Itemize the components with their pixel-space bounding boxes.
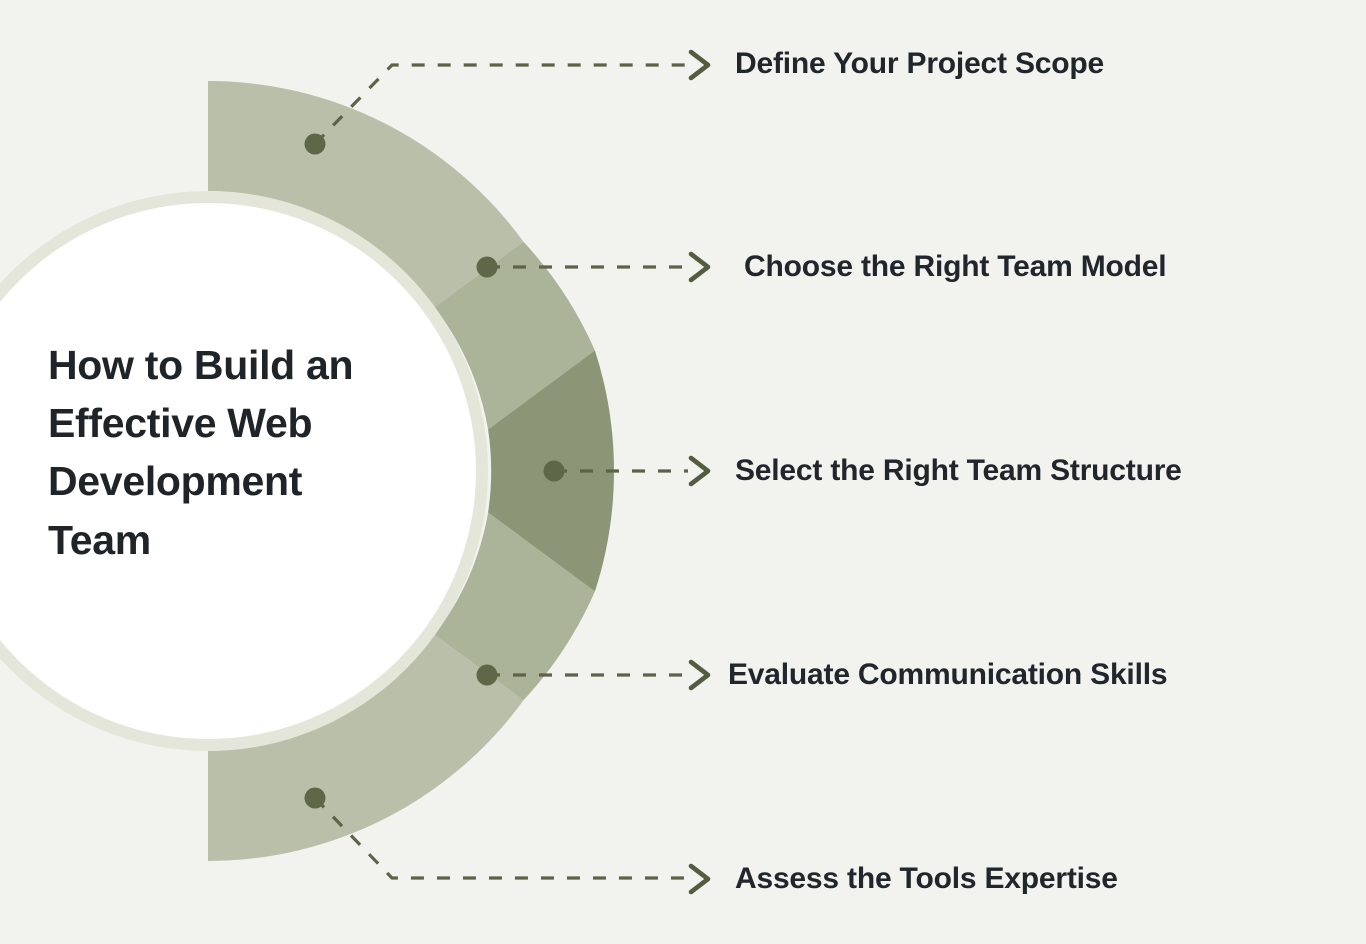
connector-dot-1	[304, 133, 326, 155]
donut-segment-4	[434, 512, 595, 701]
connector-dot-4	[476, 664, 498, 686]
chevron-right-icon-3	[688, 455, 711, 487]
chevron-right-icon-1	[688, 49, 711, 81]
donut-segment-2	[434, 241, 595, 430]
connector-dot-3	[543, 460, 565, 482]
inner-disc	[0, 203, 476, 739]
connector-dot-2	[476, 256, 498, 278]
step-label-2[interactable]: Choose the Right Team Model	[744, 250, 1167, 283]
connector-line-5	[313, 796, 688, 880]
donut-segment-1	[208, 81, 524, 308]
connector-dots	[304, 133, 565, 809]
step-label-5[interactable]: Assess the Tools Expertise	[735, 862, 1118, 895]
chevron-right-icon-4	[688, 659, 711, 691]
step-label-3[interactable]: Select the Right Team Structure	[735, 454, 1182, 487]
connector-lines	[313, 63, 688, 880]
page-title: How to Build an Effective Web Developmen…	[48, 342, 354, 563]
step-label-1[interactable]: Define Your Project Scope	[735, 47, 1104, 80]
connector-line-1	[313, 63, 688, 146]
chevron-right-icon-5	[688, 863, 711, 895]
connector-dot-5	[304, 787, 326, 809]
donut-segment-5	[208, 634, 524, 861]
arrow-heads	[688, 49, 711, 895]
chevron-right-icon-2	[688, 251, 711, 283]
step-label-4[interactable]: Evaluate Communication Skills	[728, 658, 1168, 691]
